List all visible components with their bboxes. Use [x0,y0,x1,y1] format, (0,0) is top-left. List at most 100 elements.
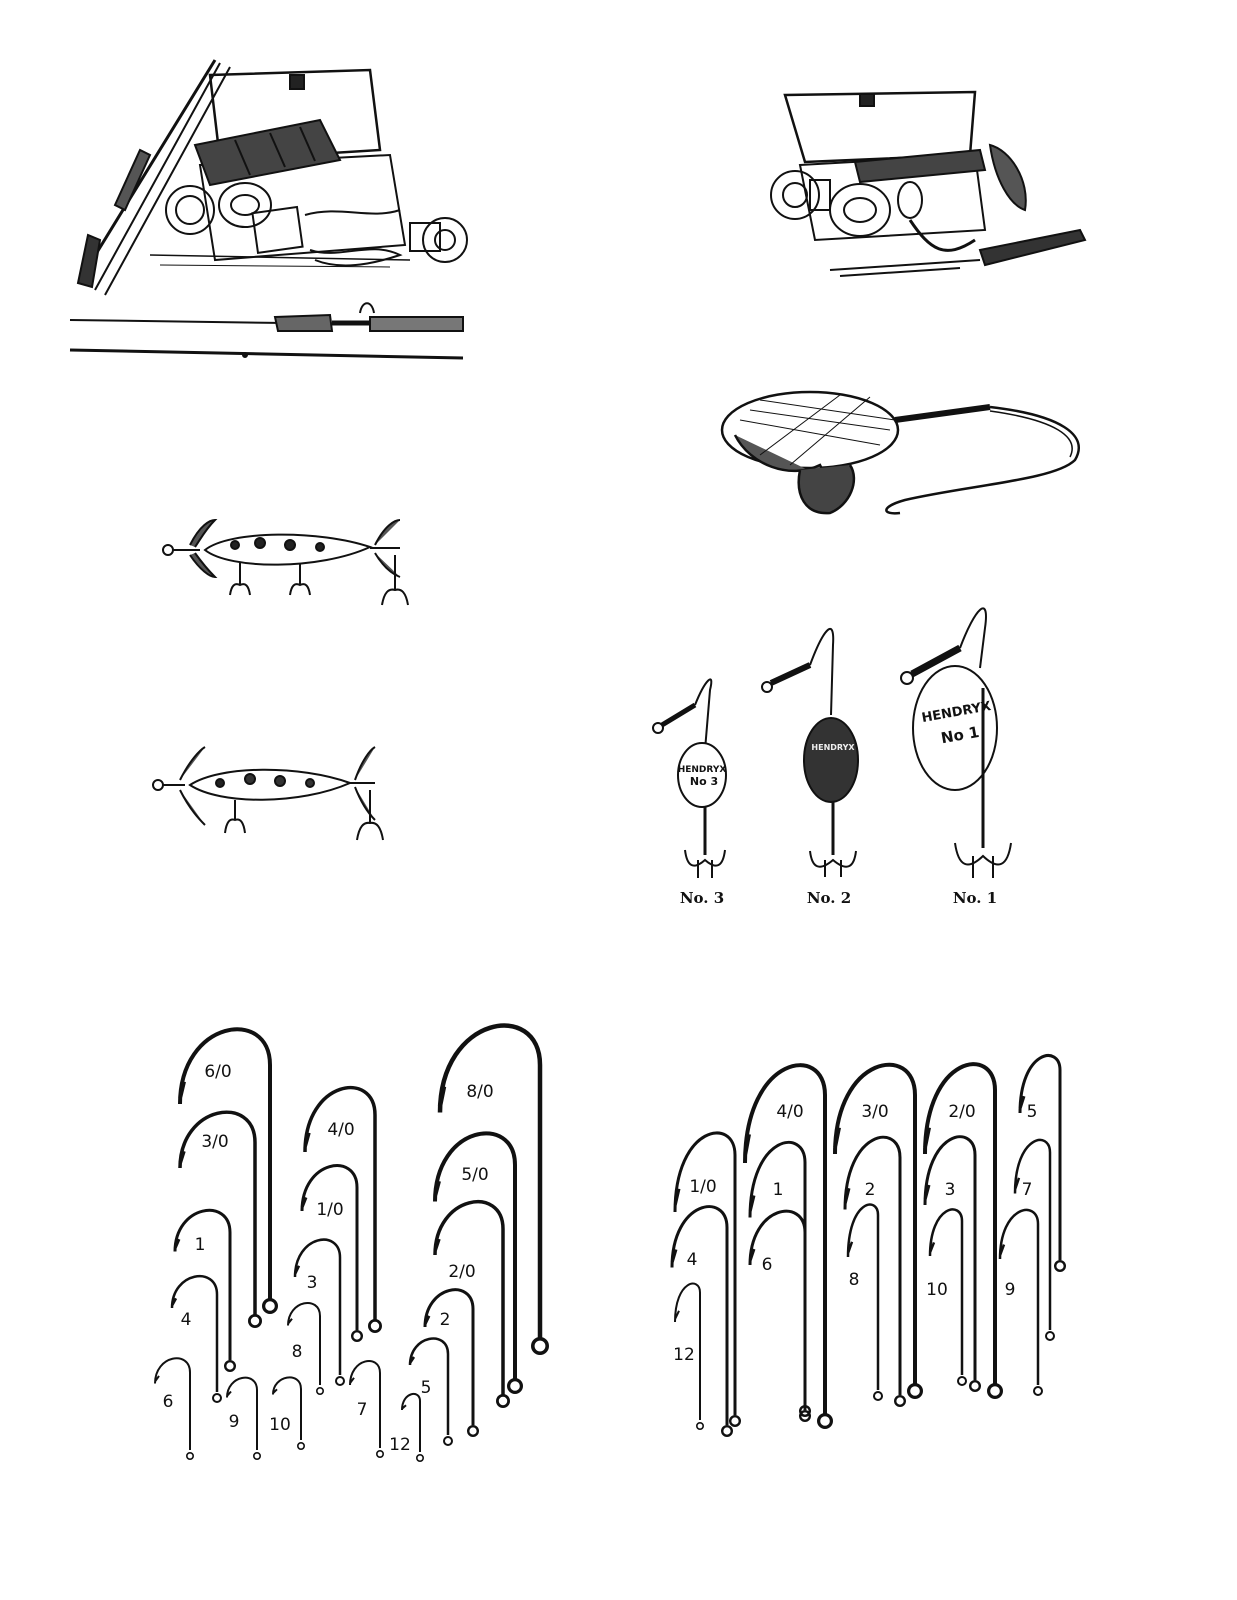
hook-size-label: 3 [306,1273,318,1293]
hook-size-label: 6 [761,1255,773,1275]
spinner-no-3-illustration: HENDRYX No 3 [650,670,750,885]
hook-eye [376,1449,385,1458]
hook-size-label: 6 [162,1392,174,1412]
hook-eye [415,1453,424,1462]
hook-size-label: 7 [1021,1180,1033,1200]
fish-hook [154,1357,191,1450]
fish-hook [173,1208,232,1360]
hook-eye [261,1298,278,1315]
fish-hook [300,1164,359,1330]
hook-eye [212,1393,222,1403]
fish-hook [923,1135,977,1380]
hook-size-label: 5 [420,1378,432,1398]
hook-size-label: 9 [1004,1280,1016,1300]
fish-hook [433,1131,517,1380]
hook-size-label: 4/0 [776,1102,804,1122]
hook-size-label: 4 [686,1250,698,1270]
fish-hook [748,1140,807,1410]
hook-size-label: 2/0 [948,1102,976,1122]
hook-size-label: 12 [673,1345,695,1365]
hook-size-label: 6/0 [204,1062,232,1082]
hook-eye [798,1405,811,1418]
fish-hook [998,1208,1040,1385]
tackle-box-with-rods-illustration [69,55,480,370]
hook-size-label: 5 [1026,1102,1038,1122]
fish-hook [178,1110,257,1315]
hook-eye [969,1380,982,1393]
spinner-label-no-2: No. 2 [806,889,852,907]
fish-hook [170,1275,219,1392]
fish-hook [287,1302,321,1385]
fish-hook [226,1376,258,1450]
fish-hook [846,1203,880,1390]
hooks-left-drawing [154,1023,549,1462]
hook-eye [873,1391,883,1401]
hook-eye [248,1313,263,1328]
hook-eye [316,1386,325,1395]
fish-hook [928,1208,964,1375]
fish-hook [178,1027,272,1300]
hook-size-label: 8/0 [466,1082,494,1102]
hook-size-label: 1/0 [689,1177,717,1197]
hook-size-label: 12 [389,1435,411,1455]
hook-size-label: 3 [944,1180,956,1200]
hook-eye [253,1451,262,1460]
fish-hook [303,1086,377,1320]
hook-size-label: 9 [228,1412,240,1432]
hook-eye [495,1393,510,1408]
hook-eye [443,1436,453,1446]
spinner-label-no-3: No. 3 [679,889,725,907]
hook-eye [728,1415,741,1428]
hook-eye [367,1318,382,1333]
spinner-brand-medium: HENDRYX [811,743,855,752]
hook-size-label: 7 [356,1400,368,1420]
hook-size-label: 1 [194,1235,206,1255]
hook-eye [335,1376,345,1386]
spinner-no-1-illustration: HENDRYX No 1 [895,598,1045,883]
spinner-no-2-illustration: HENDRYX [755,615,885,885]
hook-eye [1054,1259,1067,1272]
hook-eye [185,1451,194,1460]
hook-eye [720,1425,733,1438]
hook-eye [223,1360,236,1373]
hook-eye [798,1410,811,1423]
hook-eye [530,1336,549,1355]
hook-size-label: 3/0 [201,1132,229,1152]
fish-hook [349,1360,381,1448]
hook-eye [987,1383,1004,1400]
hook-size-label: 2 [439,1310,451,1330]
hook-eye [1045,1331,1055,1341]
hook-eye [1033,1386,1043,1396]
spinner-brand-small: HENDRYX [678,765,727,775]
hook-eye [957,1376,967,1386]
hook-eye [695,1421,704,1430]
hook-size-label: 2 [864,1180,876,1200]
wooden-lure-illustration [160,515,420,610]
fish-hook [748,1209,807,1405]
hook-eye [350,1330,363,1343]
fish-hook [843,1135,902,1395]
hook-size-label: 1 [772,1180,784,1200]
fish-hook [433,1200,505,1395]
fish-hook [670,1205,729,1425]
hook-size-label: 4/0 [327,1120,355,1140]
fish-hook [437,1023,543,1340]
wooden-lure-illustration [150,745,400,845]
hook-size-label: 10 [926,1280,948,1300]
fish-hook [1018,1054,1062,1260]
fish-hook [743,1063,827,1415]
fish-hook [408,1337,450,1435]
hook-eye [297,1441,306,1450]
fish-hook [923,1062,997,1385]
hook-size-label: 8 [291,1342,303,1362]
hook-eye [907,1383,924,1400]
fish-hook [1013,1138,1052,1330]
hook-size-label: 10 [269,1415,291,1435]
hook-size-label: 1/0 [316,1200,344,1220]
fish-hook [401,1392,421,1452]
hook-size-label: 8 [848,1270,860,1290]
fish-hook [674,1282,701,1420]
hooks-right-drawing [670,1054,1067,1438]
fish-hook [423,1288,475,1425]
